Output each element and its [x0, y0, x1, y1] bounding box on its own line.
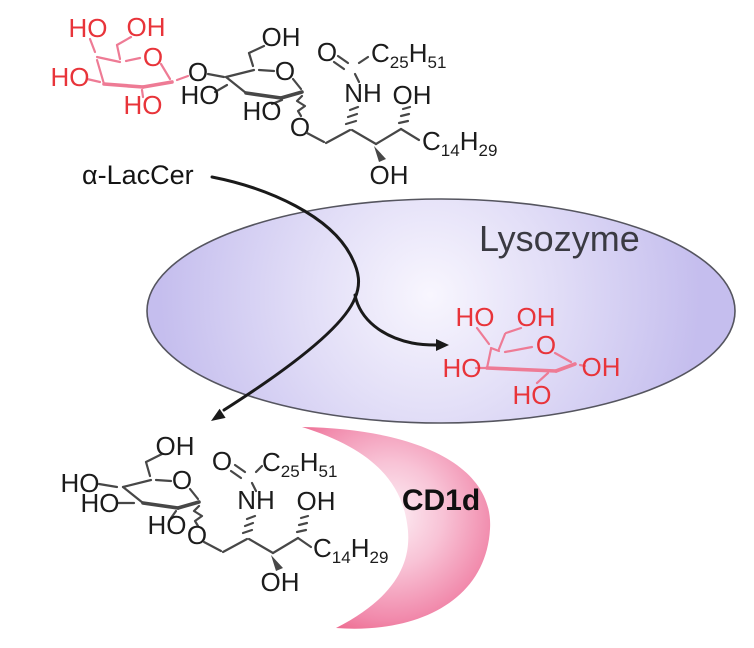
hydroxyl-label: HO	[124, 90, 163, 120]
linker-oxygen-label: O	[290, 112, 310, 142]
carbonyl-oxygen-label: O	[212, 446, 232, 476]
alpha-laccer-structure: HO OH O HO HO O OH O HO HO O	[51, 12, 498, 190]
ring-oxygen-label: O	[172, 465, 192, 495]
hydroxyl-label: HO	[181, 80, 220, 110]
hydroxyl-label: OH	[517, 302, 556, 332]
glucose-moiety-bonds	[206, 44, 307, 118]
amide-nh-label: NH	[237, 485, 275, 515]
receptor-label: CD1d	[402, 484, 480, 517]
arrowhead-to-galactose	[436, 339, 449, 351]
substrate-label: α-LacCer	[82, 160, 194, 190]
galactose-moiety-bonds	[85, 35, 190, 99]
hydroxyl-label: OH	[127, 12, 166, 42]
ceramide-bonds	[305, 54, 421, 162]
hydroxyl-label: HO	[61, 468, 100, 498]
product-structure: OH HO O HO HO O O NH OH OH C25H51	[61, 431, 389, 597]
lysozyme-ellipse	[146, 198, 736, 424]
sphingosine-chain-formula: C14H29	[422, 126, 497, 160]
carbonyl-oxygen-label: O	[317, 37, 337, 67]
hydroxyl-label: HO	[81, 488, 120, 518]
hydroxyl-label: OH	[582, 352, 621, 382]
reaction-arrow-branch	[353, 293, 449, 351]
hydroxyl-label: HO	[443, 353, 482, 383]
hydroxyl-label: OH	[156, 431, 195, 461]
free-galactose-structure: HO OH O HO OH HO	[443, 302, 621, 410]
ring-oxygen-label: O	[536, 330, 556, 360]
glycosidic-oxygen-label: O	[188, 57, 208, 87]
ring-oxygen-label: O	[275, 56, 295, 86]
amide-nh-label: NH	[344, 78, 382, 108]
hydroxyl-label: OH	[262, 22, 301, 52]
hydroxyl-label: HO	[243, 96, 282, 126]
enzyme-label: Lysozyme	[479, 218, 640, 259]
product-ceramide-bonds	[202, 463, 313, 571]
acyl-chain-formula: C25H51	[371, 38, 446, 72]
cd1d-crescent	[302, 427, 491, 629]
acyl-chain-formula: C25H51	[262, 447, 337, 481]
hydroxyl-label: HO	[69, 13, 108, 43]
hydroxyl-label: OH	[261, 567, 300, 597]
reaction-arrow-main	[210, 175, 361, 421]
linker-oxygen-label: O	[187, 520, 207, 550]
arrowhead-to-product	[211, 408, 226, 421]
hydroxyl-label: OH	[297, 486, 336, 516]
hydroxyl-label: OH	[370, 160, 409, 190]
free-galactose-bonds	[474, 326, 587, 385]
product-sugar-bonds	[97, 452, 204, 528]
hydroxyl-label: OH	[393, 80, 432, 110]
sphingosine-chain-formula: C14H29	[313, 533, 388, 567]
hydroxyl-label: HO	[51, 62, 90, 92]
ring-oxygen-label: O	[143, 42, 163, 72]
hydroxyl-label: HO	[513, 380, 552, 410]
hydroxyl-label: HO	[148, 510, 187, 540]
hydroxyl-label: HO	[456, 302, 495, 332]
